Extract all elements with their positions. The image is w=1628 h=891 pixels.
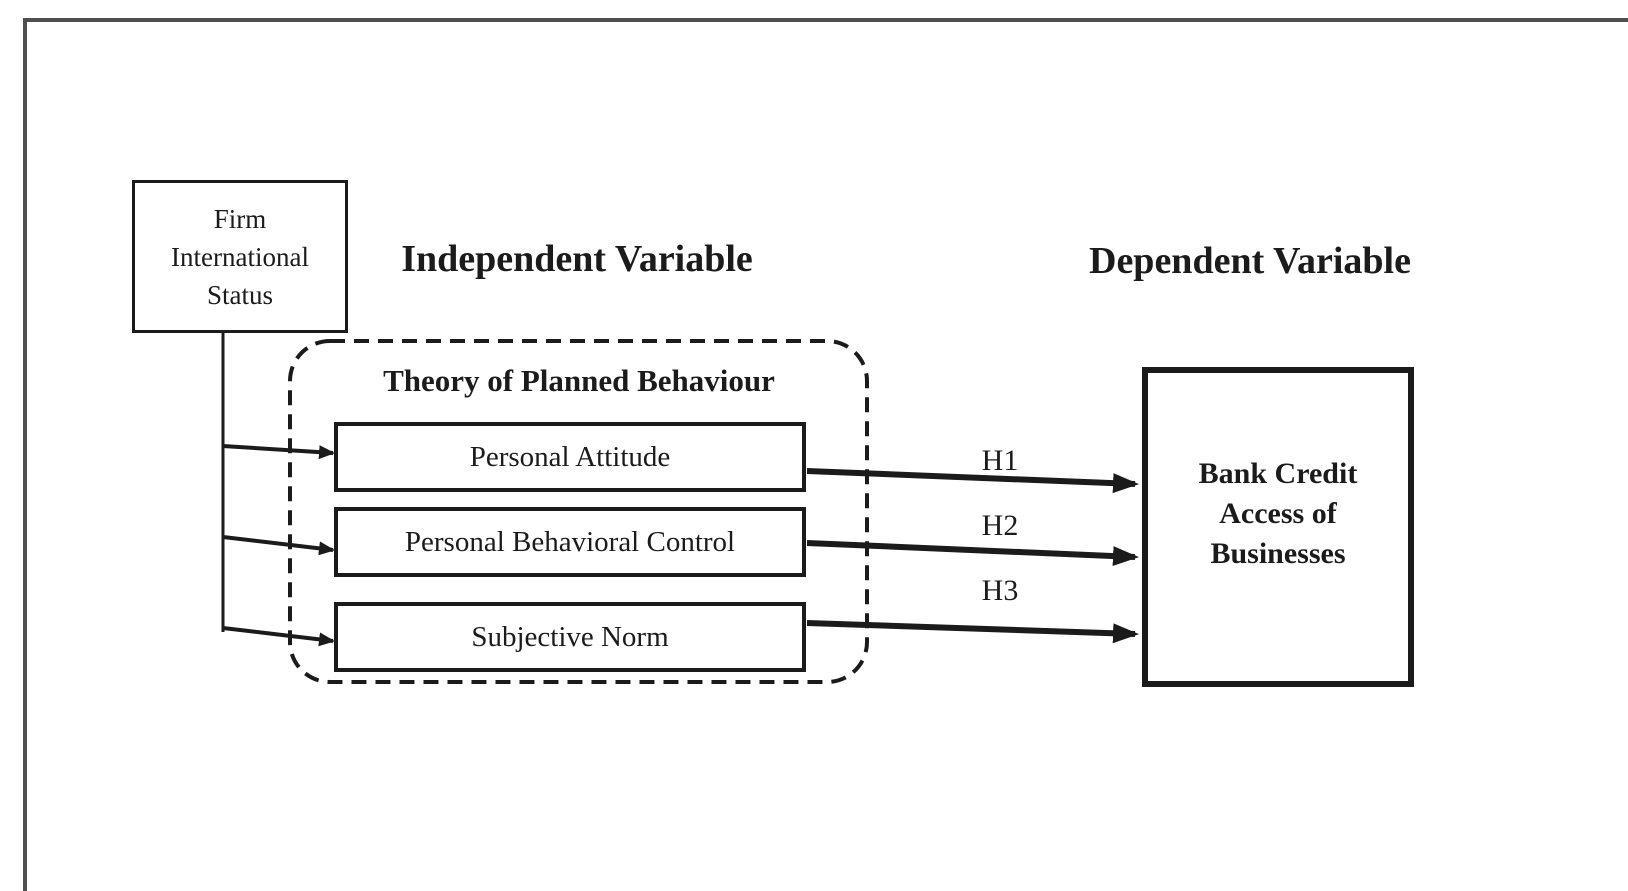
bank-box-line: Businesses [1210,537,1346,570]
h1-label: H1 [981,444,1019,477]
h1-arrow [806,468,1139,494]
personal-behavioral-control-label: Personal Behavioral Control [404,525,736,558]
tpb-dashed-container-border [288,339,869,684]
firm-to-subjective-norm-arrow [222,626,335,647]
h2-label: H2 [981,509,1019,542]
bank-credit-access-box: Bank Credit Access of Businesses [1142,367,1414,687]
bank-box-line: Access of [1219,497,1337,530]
dependent-variable-heading: Dependent Variable [1089,240,1411,282]
tpb-group-title: Theory of Planned Behaviour [383,363,775,398]
firm-box-line: Firm [213,203,267,234]
firm-to-personal-attitude-arrow [222,444,335,460]
personal-behavioral-control-box: Personal Behavioral Control [334,507,806,577]
page-border-frame [23,18,1628,891]
subjective-norm-box: Subjective Norm [334,602,806,672]
firm-box-line: Status [206,279,273,310]
bank-box-line: Bank Credit [1198,457,1358,490]
firm-to-behavioral-control-arrow [222,535,335,556]
h2-arrow [806,540,1139,567]
h3-arrow [806,620,1139,644]
subjective-norm-label: Subjective Norm [471,620,669,653]
personal-attitude-box: Personal Attitude [334,422,806,492]
personal-attitude-label: Personal Attitude [469,440,671,473]
firm-box-line: International [171,241,309,272]
h3-label: H3 [981,574,1019,607]
independent-variable-heading: Independent Variable [401,238,753,280]
firm-international-status-box: Firm International Status [132,180,348,333]
